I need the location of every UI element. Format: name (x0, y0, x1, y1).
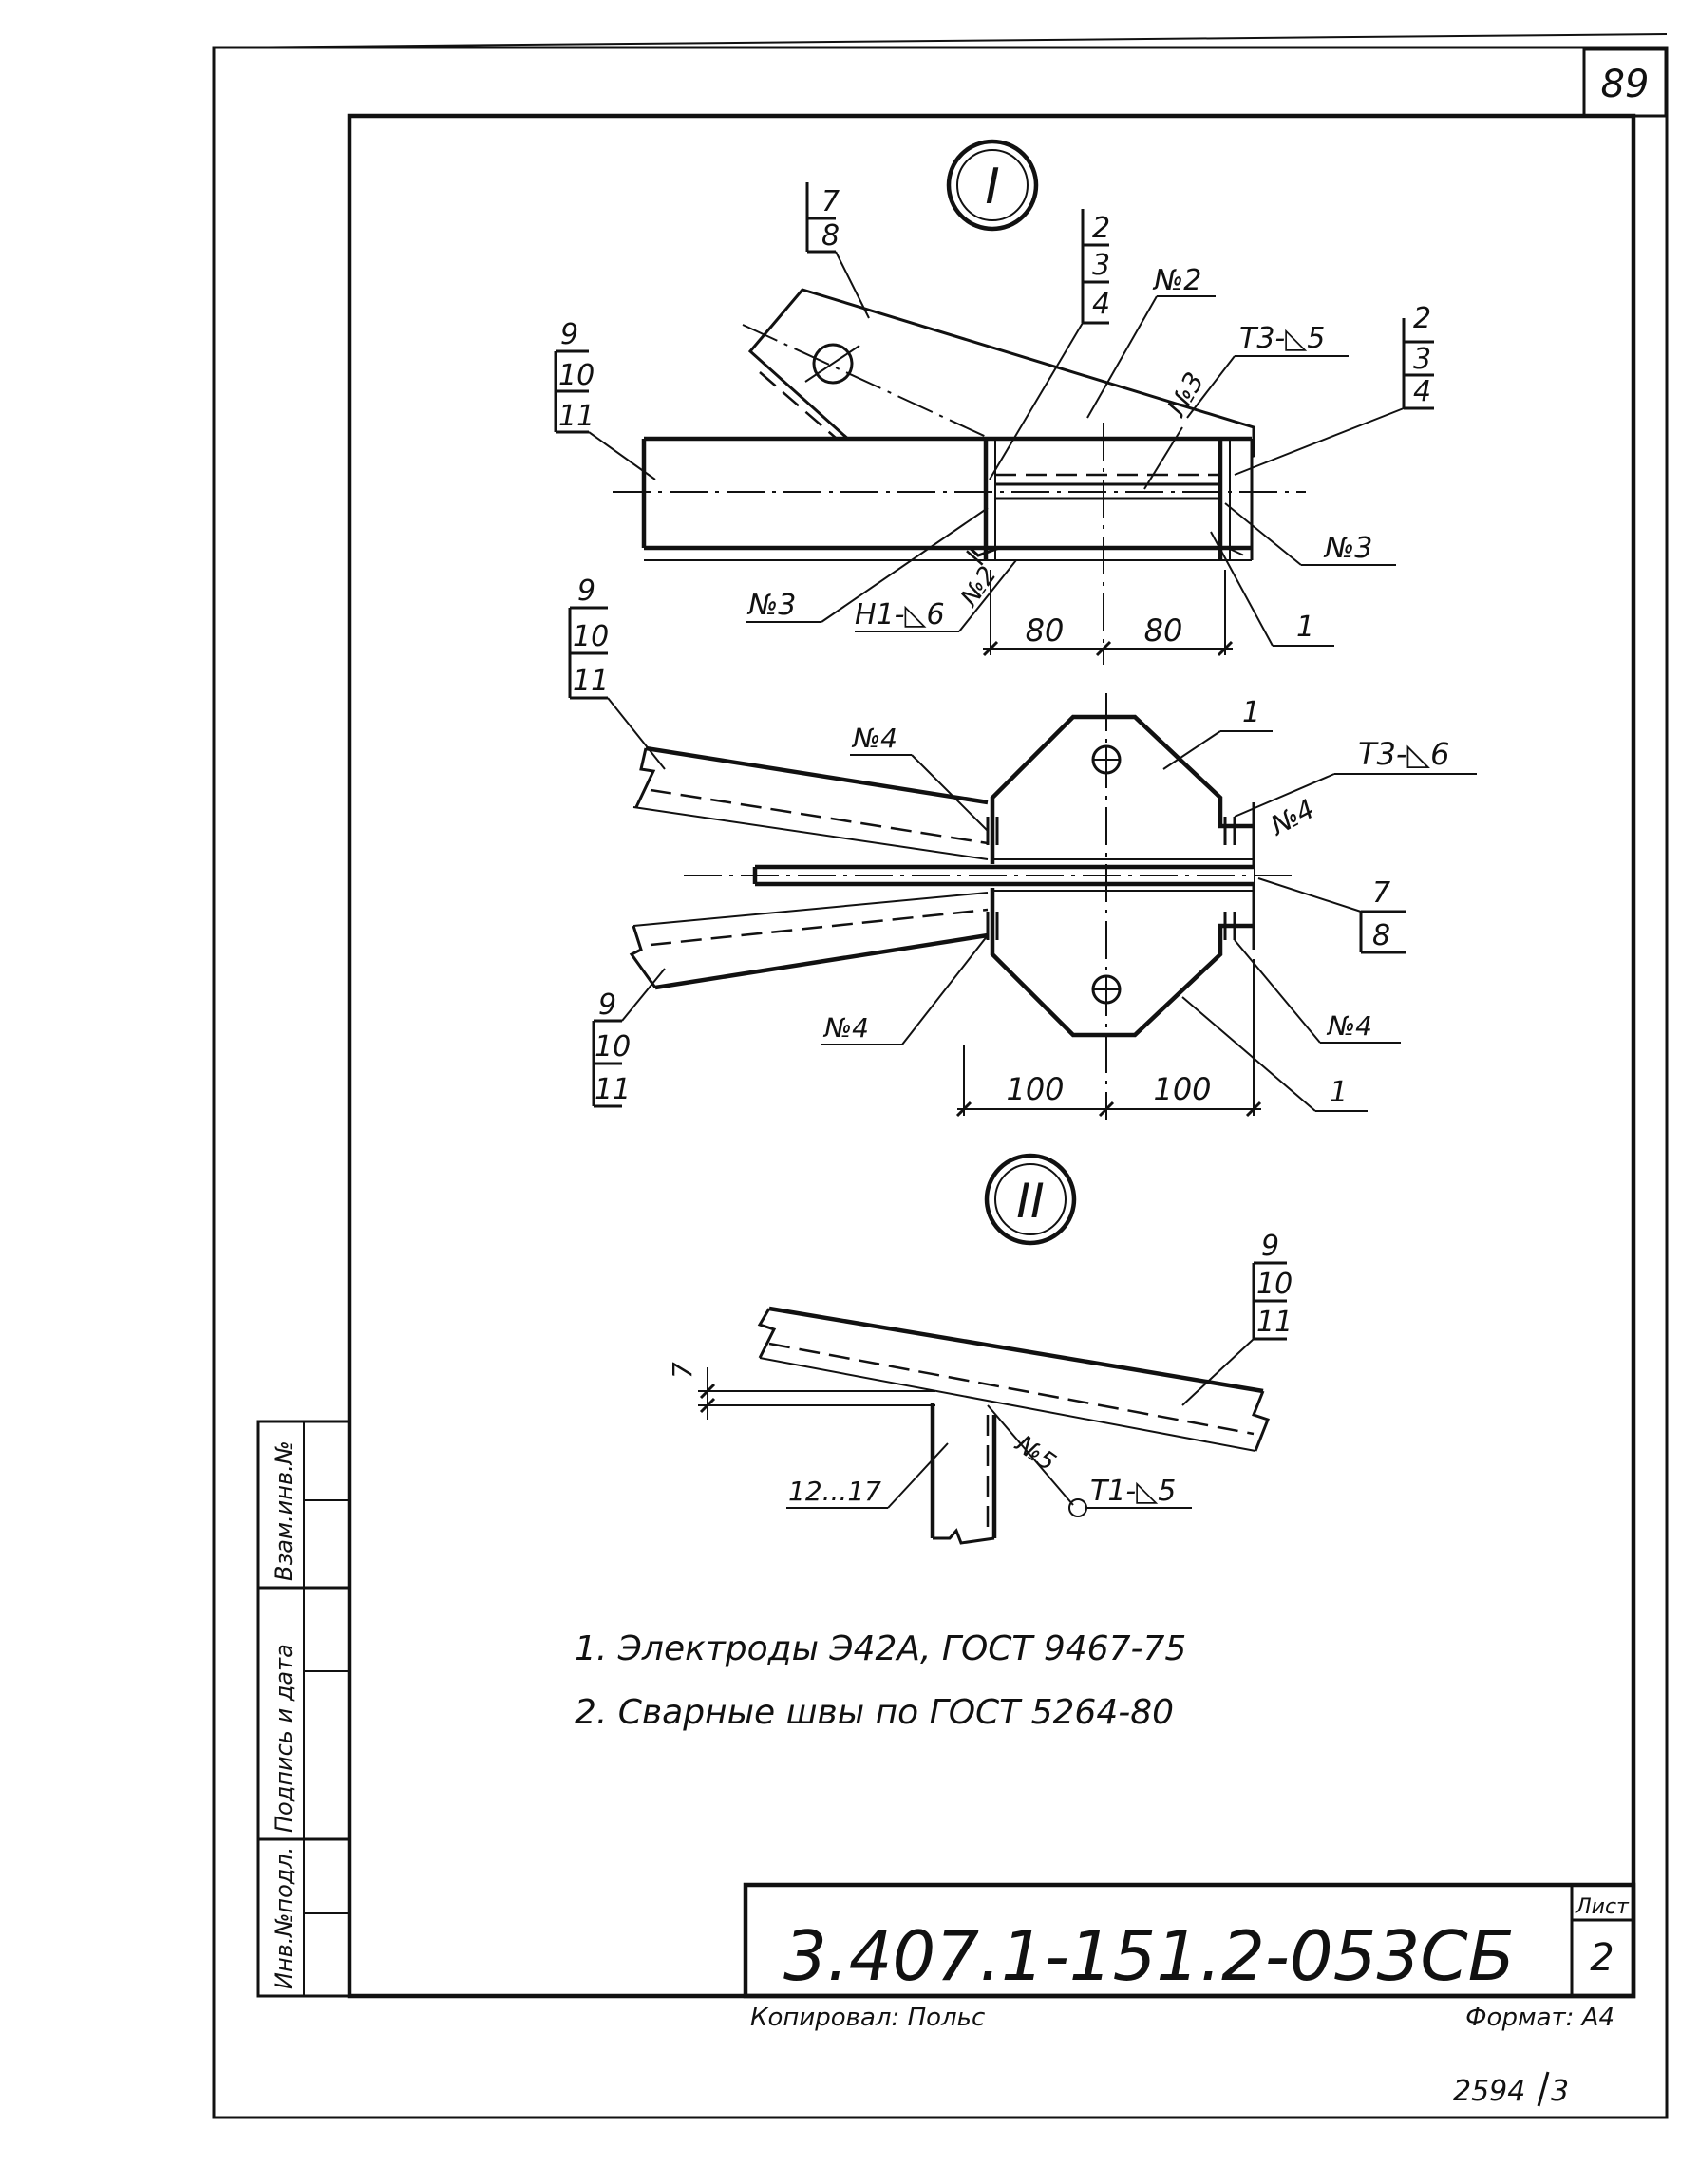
svg-text:10: 10 (595, 1030, 631, 1064)
svg-text:2594: 2594 (1453, 2075, 1525, 2108)
title-block: 3.407.1-151.2-053СБ Лист 2 (743, 1882, 1636, 1999)
sheet-label: Лист (1575, 1895, 1630, 1919)
svg-text:I: I (985, 159, 999, 216)
svg-text:Н1-◺6: Н1-◺6 (855, 598, 945, 631)
view-2-annotations: 9 10 11 12...17 №5 Т1-◺5 (786, 1230, 1293, 1517)
svg-text:Т3-◺6: Т3-◺6 (1358, 736, 1449, 772)
svg-text:2: 2 (1092, 212, 1110, 245)
view-2: 7 (667, 1306, 1270, 1545)
svg-text:7: 7 (821, 185, 840, 218)
view-2-label: II (984, 1153, 1077, 1246)
svg-text:II: II (1016, 1174, 1045, 1229)
svg-text:7: 7 (1372, 876, 1390, 910)
svg-text:80: 80 (1026, 612, 1065, 649)
svg-text:8: 8 (821, 219, 840, 253)
side-stamp: Инв.№подл. Подпись и дата Взам.инв.№ (256, 1420, 351, 1998)
view-1-bottom-annotations: 9 10 11 9 10 11 №4 №4 Т3-◺6 1 7 8 №4 (568, 574, 1477, 1118)
svg-text:№4: №4 (1326, 1010, 1372, 1042)
svg-text:9: 9 (560, 318, 578, 351)
svg-text:100: 100 (1006, 1071, 1064, 1107)
svg-text:10: 10 (558, 359, 595, 392)
svg-text:11: 11 (1256, 1306, 1293, 1339)
svg-text:9: 9 (577, 574, 595, 608)
svg-text:Инв.№подл.: Инв.№подл. (271, 1847, 297, 1989)
outer-frame (212, 46, 1669, 2119)
svg-text:Взам.инв.№: Взам.инв.№ (271, 1440, 297, 1581)
svg-text:11: 11 (573, 665, 609, 698)
svg-text:№2: №2 (954, 561, 1003, 613)
svg-text:11: 11 (595, 1073, 631, 1106)
svg-text:1: 1 (1242, 696, 1260, 729)
corner-number-box (1582, 47, 1668, 118)
copied-by: Копировал: Польс (750, 2004, 985, 2032)
note-2: 2. Сварные швы по ГОСТ 5264-80 (575, 1693, 1174, 1732)
svg-text:№3: №3 (1160, 367, 1210, 423)
format: Формат: А4 (1465, 2004, 1614, 2032)
svg-text:3: 3 (1551, 2075, 1569, 2108)
svg-text:80: 80 (1144, 612, 1183, 649)
view-1-top-annotations: 7 8 2 3 4 №2 2 3 4 9 10 11 №3 (554, 182, 1434, 657)
sheet-number: 2 (1590, 1936, 1614, 1980)
svg-text:11: 11 (558, 400, 595, 433)
svg-text:4: 4 (1413, 375, 1431, 408)
view-1-top (613, 288, 1306, 665)
svg-text:№4: №4 (822, 1012, 869, 1044)
svg-text:10: 10 (573, 620, 609, 653)
svg-text:12...17: 12...17 (788, 1476, 881, 1507)
svg-text:10: 10 (1256, 1268, 1293, 1301)
svg-text:Подпись и дата: Подпись и дата (271, 1644, 297, 1833)
notes: 1. Электроды Э42А, ГОСТ 9467-75 2. Сварн… (575, 1629, 1186, 1732)
svg-text:3: 3 (1092, 249, 1110, 282)
svg-text:7: 7 (667, 1362, 698, 1379)
svg-text:9: 9 (598, 988, 616, 1022)
svg-text:8: 8 (1372, 919, 1390, 952)
svg-text:Т1-◺5: Т1-◺5 (1090, 1475, 1176, 1508)
svg-text:№2: №2 (1152, 264, 1201, 297)
archive-number: 2594 3 (1453, 2071, 1569, 2108)
view-1-bottom (629, 693, 1292, 1120)
view-1-label: I (946, 139, 1039, 232)
svg-text:100: 100 (1153, 1071, 1211, 1107)
svg-text:№3: №3 (1323, 532, 1372, 565)
svg-text:1: 1 (1296, 611, 1314, 644)
svg-text:3: 3 (1413, 343, 1431, 376)
corner-number: 89 (1601, 63, 1650, 106)
svg-text:9: 9 (1261, 1230, 1279, 1263)
svg-text:№4: №4 (851, 723, 897, 754)
svg-text:4: 4 (1092, 288, 1110, 321)
svg-text:2: 2 (1413, 302, 1431, 335)
top-edge (213, 33, 1668, 48)
svg-text:№5: №5 (1009, 1429, 1061, 1478)
svg-text:1: 1 (1330, 1076, 1348, 1109)
svg-text:Т3-◺5: Т3-◺5 (1239, 322, 1325, 355)
designation: 3.407.1-151.2-053СБ (783, 1916, 1515, 1996)
svg-text:№3: №3 (746, 589, 796, 622)
note-1: 1. Электроды Э42А, ГОСТ 9467-75 (575, 1629, 1186, 1668)
